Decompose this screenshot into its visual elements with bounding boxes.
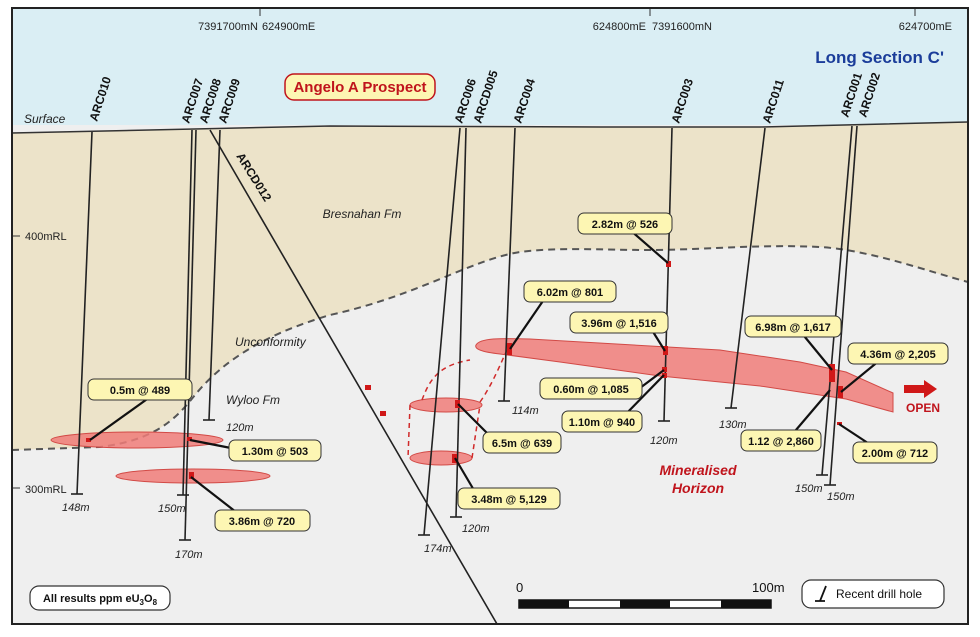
drill-hole-ARC009 <box>208 129 221 421</box>
svg-text:4.36m @ 2,205: 4.36m @ 2,205 <box>860 349 936 361</box>
hole-depth-ARC010: 148m <box>62 502 90 514</box>
scale-bar <box>518 599 772 609</box>
intercept-label: 1.12 @ 2,860 <box>740 429 822 452</box>
hole-depth-ARC001: 150m <box>795 483 823 495</box>
drill-hole-ARCD005 <box>455 127 467 518</box>
hole-depth-ARC002: 150m <box>827 491 855 503</box>
rl-300-label: 300mRL <box>25 484 67 496</box>
legend-box <box>801 579 945 609</box>
mineralised-label: Mineralised <box>659 462 736 478</box>
svg-text:2.82m @ 526: 2.82m @ 526 <box>592 219 658 231</box>
open-label: OPEN <box>906 401 940 415</box>
drill-hole-ARC008 <box>184 129 197 541</box>
frame-border <box>11 7 969 625</box>
intercept-label: 2.82m @ 526 <box>577 212 673 235</box>
drill-hole-ARC001 <box>821 125 853 476</box>
drill-hole-ARC002 <box>829 125 858 486</box>
hole-depth-ARCD005: 120m <box>462 523 490 535</box>
lens-centre-lower <box>409 450 473 466</box>
intercept-label: 0.5m @ 489 <box>87 378 193 401</box>
section-title: Long Section C' <box>815 48 944 67</box>
sky-band <box>12 8 968 133</box>
hole-depth-ARC007: 150m <box>158 503 186 515</box>
svg-text:1.12 @ 2,860: 1.12 @ 2,860 <box>748 436 814 448</box>
coord-label: 624800mE <box>593 21 646 33</box>
intercept-label: 6.98m @ 1,617 <box>744 315 842 338</box>
rl-400-label: 400mRL <box>25 231 67 243</box>
drill-hole-ARCD012 <box>209 129 498 624</box>
rl-ticks <box>12 8 916 489</box>
drill-hole-ARC007 <box>182 129 193 496</box>
drill-hole-legend-icon <box>815 585 827 602</box>
hole-depth-ARC008: 170m <box>175 549 203 561</box>
bresnahan-formation <box>12 122 968 450</box>
intercept-label: 0.60m @ 1,085 <box>539 377 643 400</box>
intercept-label: 6.02m @ 801 <box>523 280 617 303</box>
drill-hole-ARC003 <box>663 127 673 422</box>
units-badge <box>29 585 171 611</box>
prospect-title: Angelo A Prospect <box>293 79 426 96</box>
hole-depth-ARC011: 130m <box>719 419 747 431</box>
svg-text:0.60m @ 1,085: 0.60m @ 1,085 <box>553 384 629 396</box>
coord-label: 624700mE <box>899 21 952 33</box>
hole-depth-ARC009: 120m <box>226 422 254 434</box>
coord-label: 624900mE <box>262 21 315 33</box>
hole-depth-ARC004: 114m <box>512 405 539 417</box>
scale-end: 100m <box>752 580 785 595</box>
svg-text:3.96m @ 1,516: 3.96m @ 1,516 <box>581 318 657 330</box>
intercept-label: 1.30m @ 503 <box>228 439 322 462</box>
svg-text:6.5m @ 639: 6.5m @ 639 <box>492 438 552 450</box>
drill-hole-ARC011 <box>730 127 766 409</box>
lens-centre-upper <box>409 397 483 413</box>
drill-hole-ARC004 <box>503 127 516 402</box>
prospect-badge <box>284 73 436 101</box>
drill-holes <box>76 125 858 624</box>
intercept-label: 3.48m @ 5,129 <box>457 487 561 510</box>
bresnahan-label: Bresnahan Fm <box>323 207 402 221</box>
svg-text:1.10m @ 940: 1.10m @ 940 <box>569 417 635 429</box>
svg-text:3.48m @ 5,129: 3.48m @ 5,129 <box>471 494 547 506</box>
scale-start: 0 <box>516 580 523 595</box>
svg-text:0.5m @ 489: 0.5m @ 489 <box>110 385 170 397</box>
coord-label: 7391600mN <box>652 21 712 33</box>
legend-label: Recent drill hole <box>836 587 922 601</box>
drill-hole-ARC006 <box>423 127 461 536</box>
drill-hole-end-ticks <box>71 400 836 541</box>
unconformity-label: Unconformity <box>235 335 307 349</box>
intercept-label: 4.36m @ 2,205 <box>847 342 949 365</box>
svg-text:6.02m @ 801: 6.02m @ 801 <box>537 287 603 299</box>
mineralised-label: Horizon <box>672 480 724 496</box>
intercept-label: 3.86m @ 720 <box>214 509 311 532</box>
lens-west-upper <box>50 431 224 449</box>
svg-text:6.98m @ 1,617: 6.98m @ 1,617 <box>755 322 831 334</box>
coord-label: 7391700mN <box>198 21 258 33</box>
hole-depth-ARC003: 120m <box>650 435 678 447</box>
wyloo-label: Wyloo Fm <box>226 393 280 407</box>
open-arrow-icon <box>904 380 937 398</box>
intercept-label: 3.96m @ 1,516 <box>569 311 669 334</box>
lens-main-horizon <box>475 338 894 413</box>
svg-text:2.00m @ 712: 2.00m @ 712 <box>862 448 928 460</box>
intercept-label: 6.5m @ 639 <box>482 431 562 454</box>
surface-line <box>12 121 968 134</box>
hole-depth-ARC006: 174m <box>424 543 452 555</box>
svg-text:3.86m @ 720: 3.86m @ 720 <box>229 516 295 528</box>
units-text: All results ppm eU3O8 <box>43 593 158 607</box>
intercept-label: 2.00m @ 712 <box>852 441 938 464</box>
intercept-labels: 0.5m @ 489 1.30m @ 503 3.86m @ 720 6.02m… <box>87 212 949 532</box>
drill-hole-ARC010 <box>76 131 93 495</box>
intercept-label: 1.10m @ 940 <box>561 410 643 433</box>
svg-text:1.30m @ 503: 1.30m @ 503 <box>242 446 308 458</box>
surface-label: Surface <box>24 112 66 126</box>
